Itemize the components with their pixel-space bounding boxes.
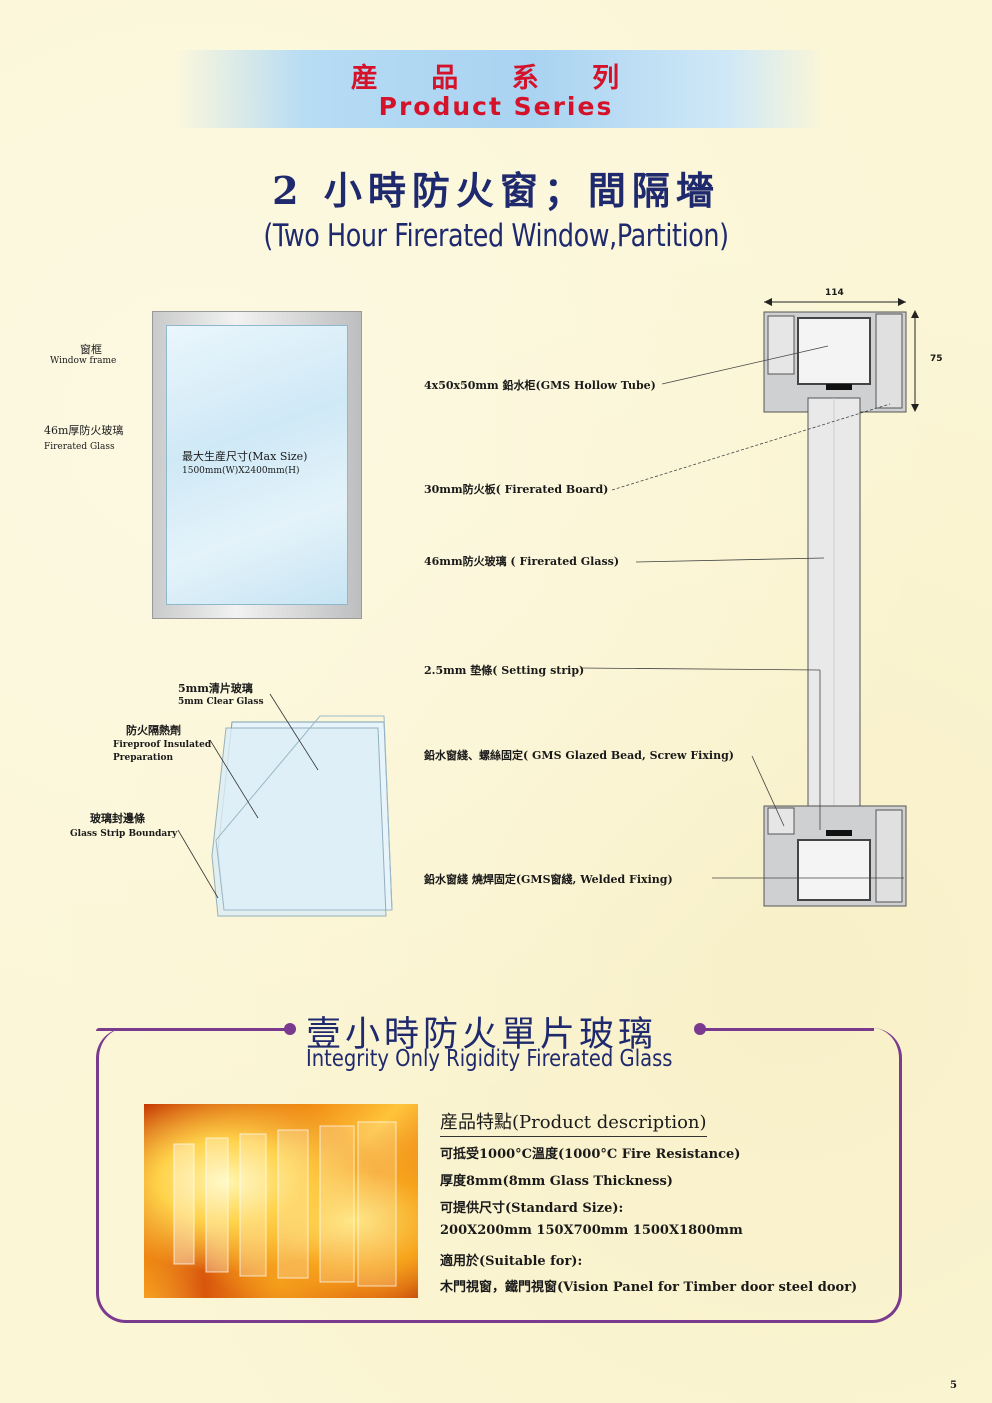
product-description-title: 産品特點(Product description) [440,1108,707,1137]
page-number: 5 [950,1380,957,1391]
insulated-en2: Preparation [113,753,174,763]
dim-width: 114 [825,288,844,298]
section2-title-en: Integrity Only Rigidity Firerated Glass [306,1046,673,1072]
max-size-label: 最大生産尺寸(Max Size) [182,450,308,463]
frame-label-cn: 窗框 [80,343,102,356]
desc-line-4: 200X200mm 150X700mm 1500X1800mm [440,1223,743,1238]
boundary-cn: 玻璃封邊條 [90,812,145,825]
boundary-en: Glass Strip Boundary [70,829,178,839]
section-dot-right [694,1023,706,1035]
section2-title-cn: 壹小時防火單片玻璃 [306,1015,658,1055]
main-title-cn: 2 小時防火窗；間隔墻 [272,168,720,213]
label-firerated-board: 30mm防火板( Firerated Board) [424,483,609,496]
label-setting-strip: 2.5mm 垫條( Setting strip) [424,664,585,677]
window-glass-drawing [166,325,348,605]
glass-layer-diagram [177,693,393,917]
section-box-top-left [96,1028,291,1031]
desc-line-6: 木門視窗，鐵門視窗(Vision Panel for Timber door s… [440,1280,858,1295]
label-glazed-bead: 鉛水窗綫、螺絲固定( GMS Glazed Bead, Screw Fixing… [424,749,734,762]
header-title-en: Product Series [378,92,614,121]
desc-line-5: 適用於(Suitable for): [440,1254,583,1269]
desc-line-1: 可抵受1000°C溫度(1000°C Fire Resistance) [440,1147,741,1162]
section-box-top-right [704,1028,874,1031]
dim-height: 75 [930,354,943,364]
label-hollow-tube: 4x50x50mm 鉛水柜(GMS Hollow Tube) [424,379,656,392]
max-size-value: 1500mm(W)X2400mm(H) [182,466,300,476]
label-firerated-glass: 46mm防火玻璃 ( Firerated Glass) [424,555,620,568]
glass-label-en: Firerated Glass [44,442,115,452]
section-dot-left [284,1023,296,1035]
clear-glass-en: 5mm Clear Glass [178,697,264,707]
header-banner [175,50,825,128]
section-diagram [579,298,919,907]
label-welded-fixing: 鉛水窗綫 燒焊固定(GMS窗綫, Welded Fixing) [424,873,673,886]
clear-glass-cn: 5mm清片玻璃 [178,682,253,695]
glass-label-cn: 46m厚防火玻璃 [44,424,124,437]
header-title-cn: 産 品 系 列 [350,63,642,94]
desc-line-2: 厚度8mm(8mm Glass Thickness) [440,1174,673,1189]
section-box [96,1028,902,1323]
insulated-cn: 防火隔熱劑 [126,724,181,737]
frame-label-en: Window frame [50,356,117,366]
main-title-en: (Two Hour Firerated Window,Partition) [263,218,729,254]
desc-line-3: 可提供尺寸(Standard Size): [440,1201,624,1216]
fire-glass-image [144,1104,418,1298]
insulated-en: Fireproof Insulated [113,740,212,750]
